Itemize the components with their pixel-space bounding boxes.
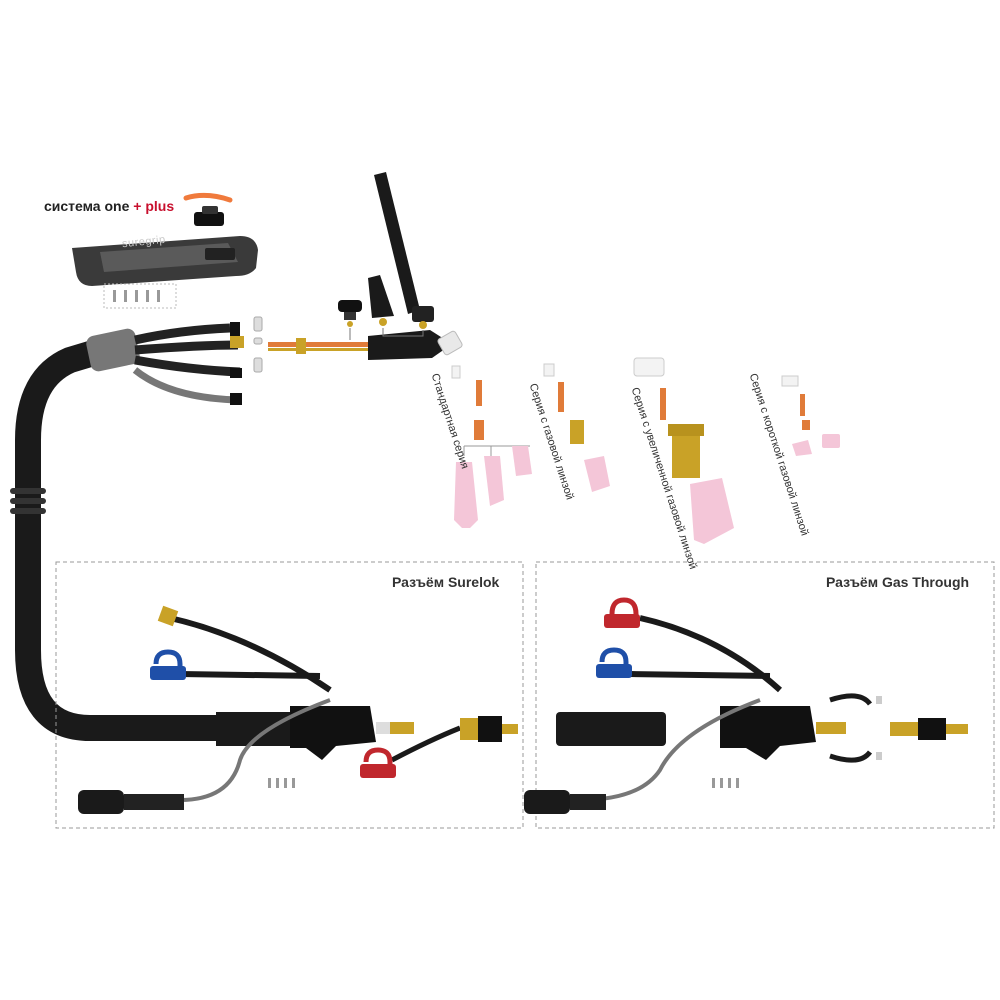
cable-sleeve xyxy=(86,322,244,405)
consumables-standard xyxy=(451,365,532,528)
plus-word: plus xyxy=(145,198,175,214)
plus-sign: + xyxy=(133,198,142,214)
system-one-text: система one xyxy=(44,198,130,214)
gas-through-box-title: Разъём Gas Through xyxy=(826,574,970,590)
surelok-connector xyxy=(78,605,518,814)
surelok-box-title: Разъём Surelok xyxy=(392,574,500,590)
one-plus-accessories xyxy=(183,192,233,226)
consumables-large-gas-lens xyxy=(633,357,734,544)
torch-head xyxy=(268,172,463,360)
consumables-gas-lens xyxy=(543,363,610,492)
consumables-short-gas-lens xyxy=(781,375,840,456)
system-one-plus-label: система one + plus xyxy=(44,198,174,214)
screw-box xyxy=(103,283,177,309)
gas-through-box xyxy=(535,561,995,829)
surelok-box xyxy=(55,561,524,829)
small-rings xyxy=(253,316,263,373)
handle xyxy=(72,236,258,286)
main-cable xyxy=(15,335,243,741)
gas-through-connector xyxy=(524,597,968,814)
cable-rings xyxy=(10,488,46,514)
screws xyxy=(113,290,160,302)
